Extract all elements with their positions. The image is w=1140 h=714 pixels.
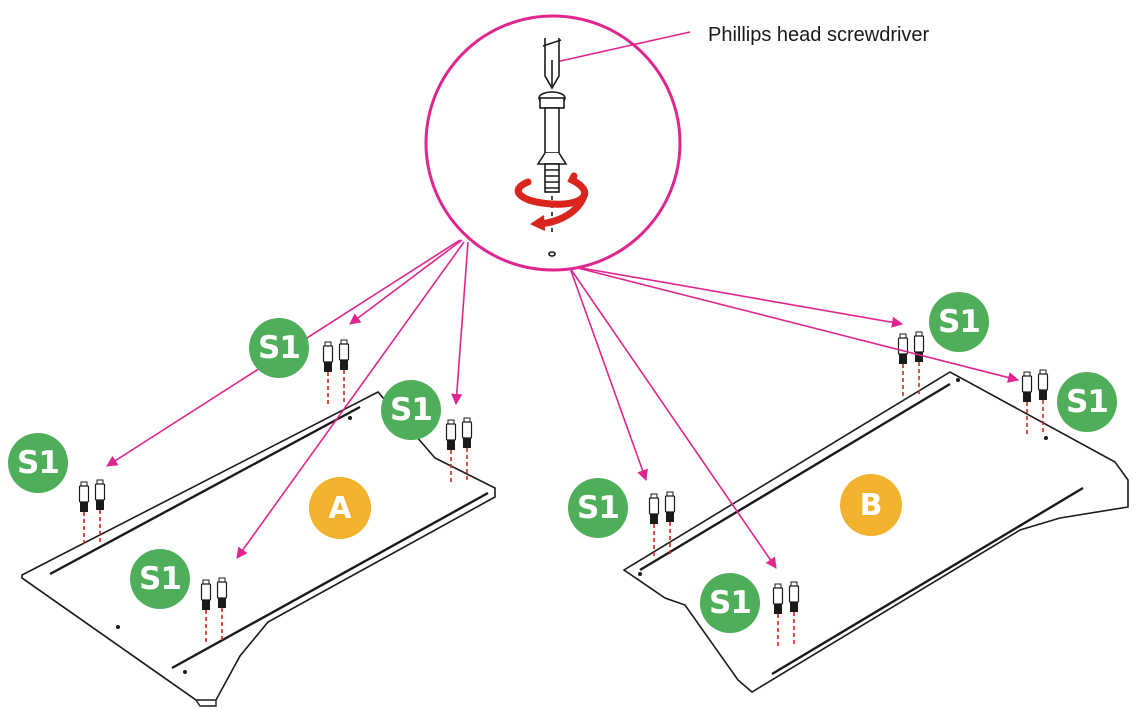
part-badge-s1: S1 xyxy=(568,478,628,538)
detail-callout xyxy=(424,14,691,272)
tool-label: Phillips head screwdriver xyxy=(708,24,930,46)
panel-label-a: A xyxy=(309,477,371,539)
part-badge-s1: S1 xyxy=(8,433,68,493)
part-badge-s1: S1 xyxy=(1057,372,1117,432)
cam-bolt-detail xyxy=(536,91,568,257)
part-badge-s1: S1 xyxy=(700,573,760,633)
screwdriver-icon xyxy=(542,38,562,90)
part-badge-s1: S1 xyxy=(249,318,309,378)
panel-a xyxy=(21,391,496,707)
leader-line xyxy=(555,31,691,63)
part-badge-s1: S1 xyxy=(130,549,190,609)
rotate-clockwise-icon xyxy=(514,172,589,231)
callout-arrows xyxy=(106,239,1020,569)
part-badge-s1: S1 xyxy=(381,380,441,440)
panel-label-b: B xyxy=(840,474,902,536)
part-badge-s1: S1 xyxy=(929,292,989,352)
